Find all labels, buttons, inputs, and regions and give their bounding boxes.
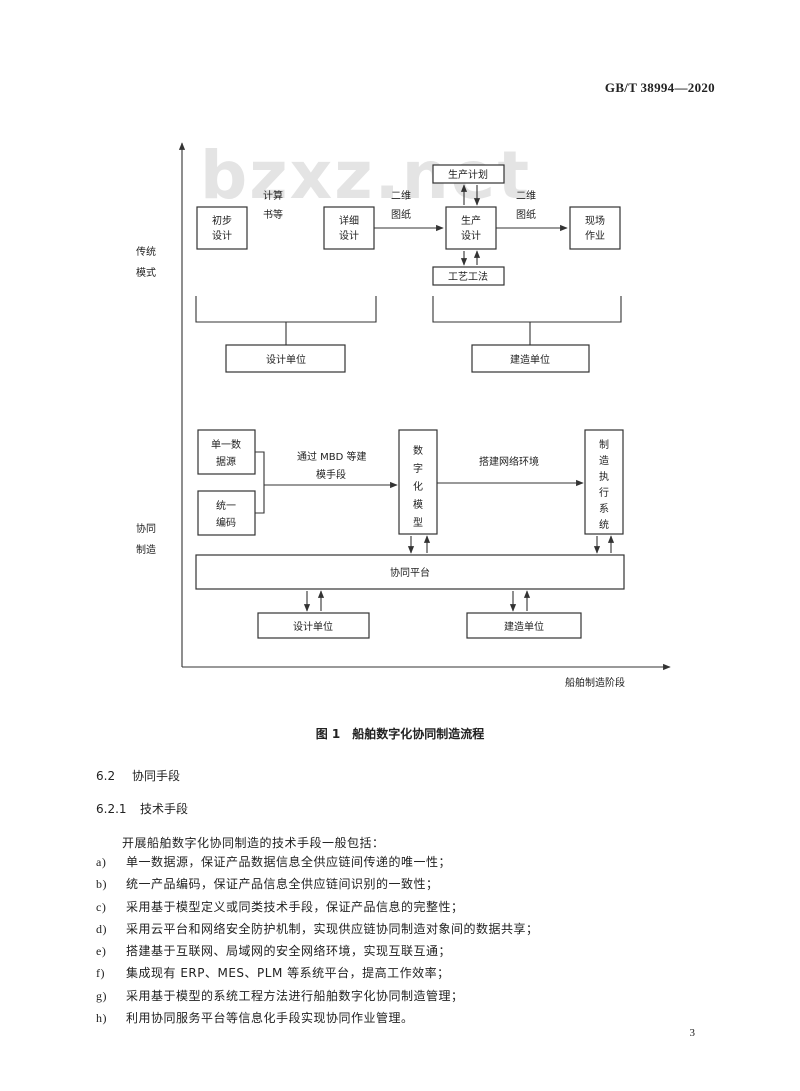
via-mbd-label-2: 模手段	[316, 468, 346, 481]
y-label-traditional-1: 传统	[136, 245, 156, 258]
build-unit-label-collab: 建造单位	[504, 620, 544, 633]
list-text: 利用协同服务平台等信息化手段实现协同作业管理。	[126, 1011, 414, 1026]
mes-char-2: 造	[599, 454, 609, 467]
initial-design-box	[196, 206, 248, 250]
list-text: 统一产品编码，保证产品信息全供应链间识别的一致性；	[126, 877, 439, 892]
drawing-label-2a: 二维	[516, 189, 536, 202]
list-marker: a)	[96, 855, 107, 869]
unified-coding-label-2: 编码	[216, 516, 236, 529]
list-text: 采用基于模型的系统工程方法进行船舶数字化协同制造管理；	[126, 988, 464, 1003]
figure-caption: 图 1 船舶数字化协同制造流程	[315, 727, 485, 741]
list-marker: e)	[96, 944, 107, 959]
list-marker: g)	[96, 988, 107, 1003]
single-source-box	[197, 429, 256, 475]
production-design-label-2: 设计	[461, 229, 481, 242]
digital-model-char-2: 字	[413, 462, 423, 475]
single-source-label-2: 据源	[216, 455, 236, 468]
production-plan-label: 生产计划	[448, 168, 488, 181]
drawing-label-1b: 图纸	[391, 208, 411, 221]
build-unit-bracket	[432, 296, 622, 323]
list-marker: d)	[96, 921, 107, 936]
list-item: b) 统一产品编码，保证产品信息全供应链间识别的一致性；	[96, 875, 539, 897]
site-work-box	[569, 206, 621, 250]
site-work-label-2: 作业	[585, 230, 605, 242]
list-text: 采用云平台和网络安全防护机制，实现供应链协同制造对象间的数据共享；	[126, 921, 539, 936]
section-title: 协同手段	[132, 769, 181, 783]
intro-paragraph: 开展船舶数字化协同制造的技术手段一般包括：	[122, 836, 385, 850]
list-marker: h)	[96, 1011, 107, 1026]
build-unit-box-traditional	[471, 344, 590, 373]
list-marker: b)	[96, 877, 107, 892]
detail-design-label-2: 设计	[339, 229, 359, 242]
digital-model-char-1: 数	[413, 444, 423, 457]
subsection-number: 6.2.1	[96, 802, 127, 816]
list-marker: c)	[96, 899, 107, 914]
input-merge-bracket	[255, 451, 265, 514]
mes-char-4: 行	[599, 486, 609, 499]
list-item: c) 采用基于模型定义或同类技术手段，保证产品信息的完整性；	[96, 898, 539, 920]
y-label-collab-2: 制造	[136, 543, 156, 556]
collab-platform-label: 协同平台	[390, 566, 430, 579]
drawing-label-2b: 图纸	[516, 208, 536, 221]
standard-code: GB/T 38994—2020	[604, 80, 715, 95]
design-unit-bracket	[195, 296, 377, 323]
mes-char-6: 统	[599, 518, 609, 531]
list-text: 单一数据源，保证产品数据信息全供应链间传递的唯一性；	[126, 855, 452, 869]
digital-model-box	[398, 429, 438, 535]
list-marker: f)	[96, 966, 105, 981]
collab-platform-box	[195, 554, 625, 590]
site-work-label-1: 现场	[585, 214, 605, 227]
via-mbd-label-1: 通过 MBD 等建	[297, 450, 367, 463]
subsection-title: 技术手段	[140, 802, 189, 816]
initial-design-label-2: 设计	[212, 229, 232, 242]
y-label-collab-1: 协同	[136, 522, 156, 535]
list-item: g) 采用基于模型的系统工程方法进行船舶数字化协同制造管理；	[96, 987, 539, 1009]
unified-coding-label-1: 统一	[216, 499, 236, 512]
subsection-heading: 6.2.1 技术手段	[96, 800, 188, 817]
design-unit-box-collab	[257, 612, 370, 639]
section-number: 6.2	[96, 769, 116, 783]
build-unit-box-collab	[466, 612, 582, 639]
tech-means-list: a) 单一数据源，保证产品数据信息全供应链间传递的唯一性； b) 统一产品编码，保证…	[96, 853, 539, 1031]
network-env-label: 搭建网络环境	[479, 455, 539, 468]
design-unit-box-traditional	[225, 344, 346, 373]
mes-char-3: 执	[599, 470, 609, 483]
digital-model-char-5: 型	[413, 516, 423, 529]
calc-book-label-1: 计算	[263, 189, 283, 202]
detail-design-box	[323, 206, 375, 250]
y-label-traditional-2: 模式	[136, 266, 156, 279]
list-item: d) 采用云平台和网络安全防护机制，实现供应链协同制造对象间的数据共享；	[96, 920, 539, 942]
list-text: 搭建基于互联网、局域网的安全网络环境，实现互联互通；	[126, 944, 452, 959]
section-heading: 6.2 协同手段	[96, 767, 180, 784]
detail-design-label-1: 详细	[339, 214, 359, 227]
mes-char-5: 系	[599, 503, 609, 515]
design-unit-label-collab: 设计单位	[293, 620, 333, 633]
digital-model-char-4: 模	[413, 499, 423, 511]
drawing-label-1a: 二维	[391, 189, 411, 202]
collaborative-manufacturing-diagram: bzxz.net 传统 模式 协同 制造 船舶制造阶段 初步 设计 计算 书等 …	[136, 137, 671, 689]
list-item: h) 利用协同服务平台等信息化手段实现协同作业管理。	[96, 1009, 539, 1031]
mes-box	[584, 429, 624, 535]
list-text: 采用基于模型定义或同类技术手段，保证产品信息的完整性；	[126, 899, 464, 914]
x-axis-label: 船舶制造阶段	[565, 676, 625, 689]
process-method-label: 工艺工法	[448, 270, 488, 283]
calc-book-label-2: 书等	[263, 208, 283, 221]
list-text: 集成现有 ERP、MES、PLM 等系统平台，提高工作效率；	[126, 966, 450, 981]
design-unit-label-traditional: 设计单位	[266, 353, 306, 366]
build-unit-label-traditional: 建造单位	[510, 353, 550, 366]
production-design-box	[445, 206, 497, 250]
initial-design-label-1: 初步	[212, 214, 232, 227]
list-item: f) 集成现有 ERP、MES、PLM 等系统平台，提高工作效率；	[96, 964, 539, 986]
production-plan-box	[432, 164, 505, 184]
production-design-label-1: 生产	[461, 214, 481, 227]
digital-model-char-3: 化	[413, 480, 423, 493]
list-item: a) 单一数据源，保证产品数据信息全供应链间传递的唯一性；	[96, 853, 539, 875]
page-number: 3	[689, 1027, 696, 1039]
list-item: e) 搭建基于互联网、局域网的安全网络环境，实现互联互通；	[96, 942, 539, 964]
unified-coding-box	[197, 490, 256, 536]
process-method-box	[432, 266, 505, 286]
single-source-label-1: 单一数	[211, 438, 241, 451]
mes-char-1: 制	[599, 438, 609, 451]
